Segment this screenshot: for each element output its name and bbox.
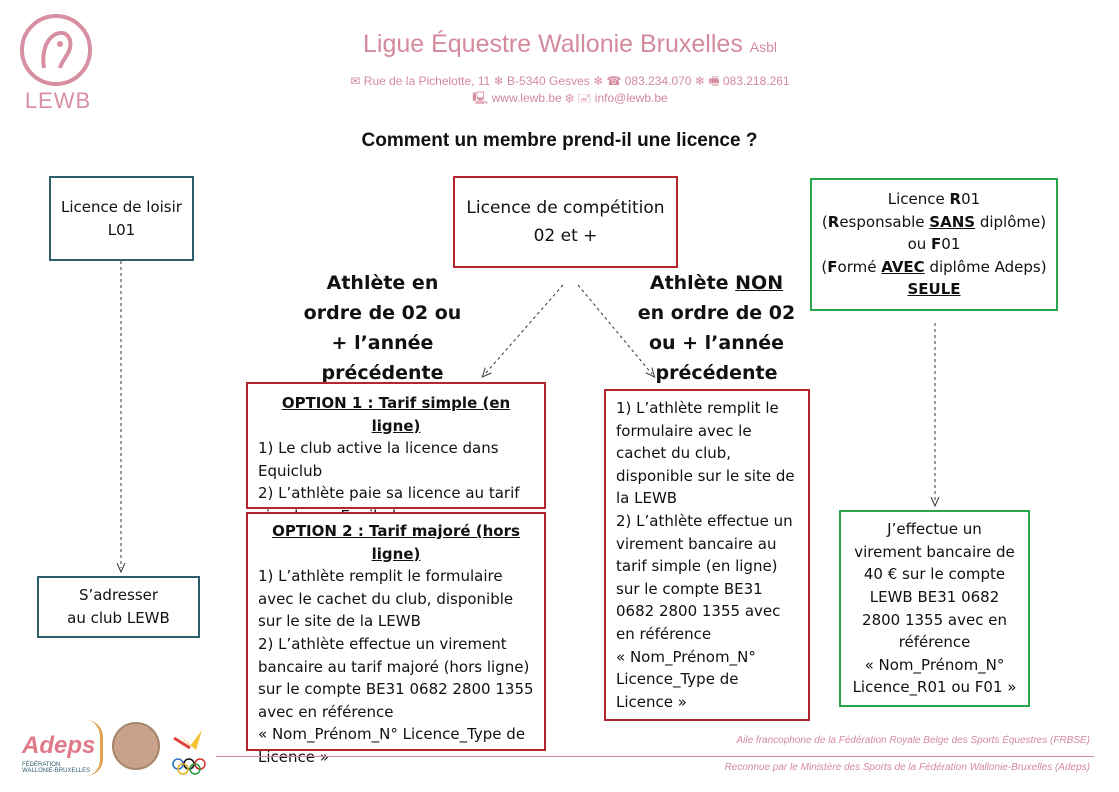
athlete-non-line-4: précédente	[655, 362, 778, 384]
non-line: 1) L’athlète remplit le	[616, 399, 779, 417]
non-line: Licence_Type de	[616, 670, 739, 689]
option1-line: 1) Le club active la licence dans	[258, 439, 499, 458]
non-athlete-box: 1) L’athlète remplit le formulaire avec …	[604, 389, 810, 721]
competition-line-2: 02 et +	[533, 226, 598, 246]
non-line: 0682 2800 1355 avec	[616, 602, 781, 621]
r01-line-5: SEULE	[907, 280, 961, 299]
r01-line-2: (Responsable SANS diplôme)	[821, 212, 1047, 231]
non-line: la LEWB	[616, 489, 678, 508]
non-line: formulaire avec le	[616, 421, 752, 440]
r01-result-line: référence	[898, 633, 971, 652]
athlete-ok-line-4: précédente	[321, 362, 444, 384]
contact-line-1: ✉ Rue de la Pichelotte, 11 ❄ B-5340 Gesv…	[350, 74, 790, 88]
r01-line-1: Licence R01	[887, 190, 981, 209]
non-line: virement bancaire au	[616, 534, 777, 553]
option2-line: bancaire au tarif majoré (hors ligne)	[258, 657, 530, 676]
arrow-competition-left	[485, 284, 564, 374]
adeps-subtext: FÉDÉRATION WALLONIE-BRUXELLES	[22, 762, 91, 774]
option1-line: Equiclub	[258, 461, 323, 480]
option2-line: avec le cachet du club, disponible	[258, 589, 514, 608]
non-line: 2) L’athlète effectue un	[616, 511, 793, 530]
non-line: cachet du club,	[616, 444, 732, 463]
athlete-non-line-2: en ordre de 02	[637, 302, 796, 324]
option2-title: OPTION 2 : Tarif majoré (hors ligne)	[272, 522, 520, 563]
loisir-box: Licence de loisir L01	[49, 176, 194, 261]
logo-text: LEWB	[24, 88, 92, 113]
athlete-ok-line-2: ordre de 02 ou	[303, 302, 462, 324]
r01-result-line: « Nom_Prénom_N°	[864, 655, 1005, 674]
r01-result-line: 2800 1355 avec en	[862, 610, 1007, 629]
olympic-rings-icon	[172, 730, 206, 775]
athlete-ok-line-3: + l’année	[331, 332, 434, 354]
footer-line-1: Aile francophone de la Fédération Royale…	[736, 735, 1090, 746]
option2-line: avec en référence	[258, 702, 394, 721]
page-title: Comment un membre prend-il une licence ?	[361, 130, 758, 151]
competition-line-1: Licence de compétition	[466, 198, 665, 218]
r01-result-line: Licence_R01 ou F01 »	[852, 678, 1017, 697]
lewb-logo-emblem	[20, 14, 92, 86]
footer-line-2: Reconnue par le Ministère des Sports de …	[724, 762, 1090, 773]
r01-result-line: J’effectue un	[887, 520, 982, 539]
non-line: sur le compte BE31	[616, 579, 763, 598]
option1-box: OPTION 1 : Tarif simple (en ligne) 1) Le…	[246, 382, 546, 525]
r01-result-box: J’effectue un virement bancaire de 40 € …	[839, 510, 1030, 707]
r01-result-line: LEWB BE31 0682	[869, 587, 1000, 606]
non-line: tarif simple (en ligne)	[616, 557, 778, 576]
option1-line: 2) L’athlète paie sa licence au tarif	[258, 484, 520, 503]
adeps-logo: Adeps	[22, 732, 96, 759]
option1-title: OPTION 1 : Tarif simple (en ligne)	[281, 394, 511, 435]
frbse-emblem-icon	[112, 722, 160, 770]
loisir-result-box: S’adresser au club LEWB	[37, 576, 200, 638]
r01-line-3: ou F01	[907, 235, 961, 254]
athlete-non-header: Athlète NON en ordre de 02 ou + l’année …	[624, 268, 809, 388]
non-line: Licence »	[616, 692, 687, 711]
loisir-result-line-1: S’adresser	[78, 586, 159, 605]
athlete-ok-line-1: Athlète en	[326, 272, 439, 294]
horse-head-icon	[41, 31, 73, 69]
loisir-line-2: L01	[107, 220, 136, 239]
athlete-ok-header: Athlète en ordre de 02 ou + l’année préc…	[290, 268, 475, 388]
athlete-non-line-1: Athlète NON	[649, 272, 784, 294]
non-line: disponible sur le site de	[616, 466, 795, 485]
non-line: « Nom_Prénom_N°	[616, 647, 756, 666]
arrow-competition-right	[577, 284, 652, 374]
r01-result-line: 40 € sur le compte	[863, 565, 1006, 584]
adeps-swoosh-icon	[86, 720, 103, 776]
footer-divider	[216, 756, 1094, 757]
r01-result-line: virement bancaire de	[854, 542, 1015, 561]
option2-line: 1) L’athlète remplit le formulaire	[258, 567, 503, 586]
competition-box: Licence de compétition 02 et +	[453, 176, 678, 268]
loisir-result-line-2: au club LEWB	[67, 609, 170, 627]
org-name: Ligue Équestre Wallonie Bruxelles Asbl	[362, 30, 778, 58]
athlete-non-line-3: ou + l’année	[648, 332, 785, 354]
r01-line-4: (Formé AVEC diplôme Adeps)	[821, 257, 1047, 276]
option2-box: OPTION 2 : Tarif majoré (hors ligne) 1) …	[246, 512, 546, 766]
contact-line-2: 🖳 www.lewb.be ❄ 🖃 info@lewb.be	[472, 91, 668, 105]
option2-line: sur le compte BE31 0682 2800 1355	[258, 680, 534, 699]
option2-line: sur le site de la LEWB	[258, 612, 421, 631]
option2-line: 2) L’athlète effectue un virement	[258, 634, 507, 653]
r01-box: Licence R01 (Responsable SANS diplôme) o…	[810, 178, 1058, 311]
loisir-line-1: Licence de loisir	[61, 197, 182, 216]
non-line: en référence	[616, 624, 712, 643]
option2-line: « Nom_Prénom_N° Licence_Type de	[258, 725, 526, 744]
